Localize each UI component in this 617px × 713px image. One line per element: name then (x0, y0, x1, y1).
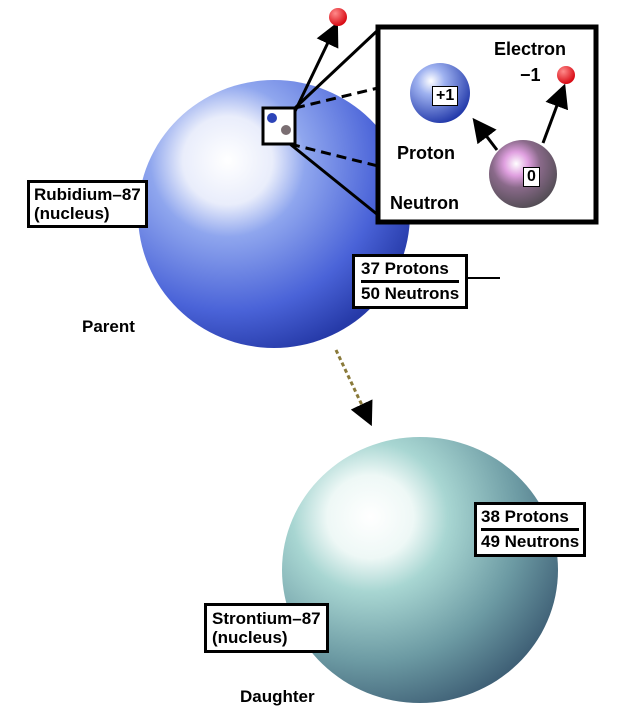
parent-nucleon-counts: 37 Protons 50 Neutrons (352, 254, 468, 309)
neutron-label: Neutron (390, 193, 459, 214)
electron-label: Electron (494, 39, 566, 60)
proton-label: Proton (397, 143, 455, 164)
proton-charge: +1 (432, 86, 458, 106)
zoom-region-box (263, 108, 295, 144)
zoom-region-proton (267, 113, 277, 123)
parent-name-label: Rubidium–87 (nucleus) (27, 180, 148, 228)
parent-protons-label: 37 Protons (361, 258, 459, 283)
emitted-electron (329, 8, 347, 26)
daughter-name-line1: Strontium–87 (212, 609, 321, 628)
parent-neutrons-label: 50 Neutrons (361, 283, 459, 305)
parent-name-line2: (nucleus) (34, 204, 141, 223)
daughter-protons-label: 38 Protons (481, 506, 579, 531)
daughter-name-label: Strontium–87 (nucleus) (204, 603, 329, 653)
daughter-nucleus-sphere (282, 437, 558, 703)
inset-electron (557, 66, 575, 84)
daughter-name-line2: (nucleus) (212, 628, 321, 647)
zoom-region-neutron (281, 125, 291, 135)
decay-arrow (336, 350, 368, 418)
daughter-nucleon-counts: 38 Protons 49 Neutrons (474, 502, 586, 557)
daughter-neutrons-label: 49 Neutrons (481, 531, 579, 553)
daughter-role-label: Daughter (240, 688, 315, 706)
neutron-charge: 0 (523, 167, 540, 187)
electron-charge: −1 (520, 65, 541, 86)
parent-role-label: Parent (82, 318, 135, 336)
parent-name-line1: Rubidium–87 (34, 185, 141, 204)
